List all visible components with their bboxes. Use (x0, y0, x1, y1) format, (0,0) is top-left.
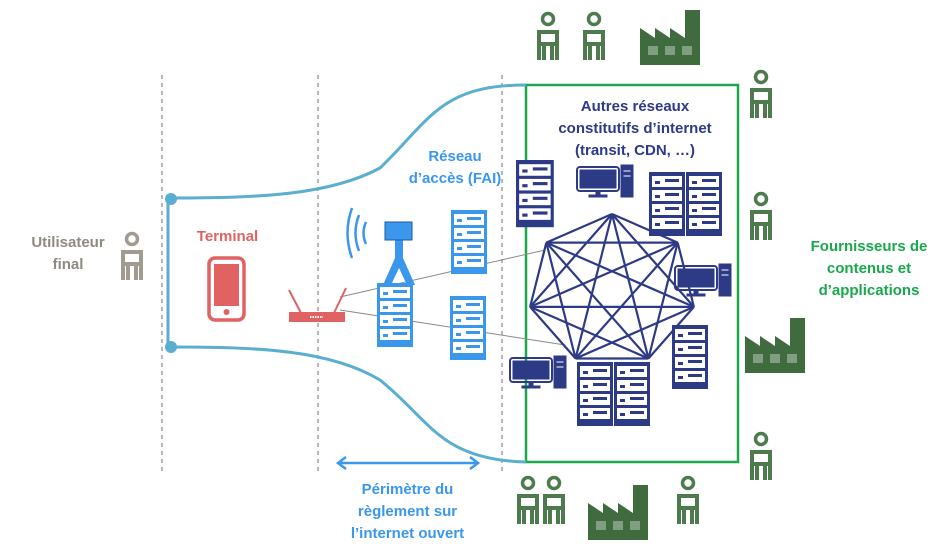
perimeter-label: Périmètre du règlement sur l’internet ou… (350, 481, 465, 542)
mesh-link (610, 213, 650, 359)
mesh-link (574, 241, 679, 360)
access-network-label: Réseau d’accès (FAI) (408, 148, 502, 187)
mesh-link (545, 242, 577, 359)
mesh-link (545, 241, 695, 308)
mesh-link (529, 242, 548, 308)
funnel-outline (166, 83, 527, 464)
mesh-link (545, 241, 650, 360)
dashed-dividers (161, 75, 503, 475)
providers-label: Fournisseurs de contenus et d’applicatio… (810, 238, 928, 299)
mesh-link (529, 305, 649, 360)
providers-boundary (524, 83, 740, 464)
mesh-link (529, 306, 577, 360)
mesh-link (575, 305, 695, 360)
cell-tower-icon (346, 207, 415, 285)
mesh-link (611, 212, 679, 244)
mesh-link (647, 242, 679, 359)
other-networks-label: Autres réseaux constitutifs d’internet (… (558, 98, 712, 159)
funnel-endpoint-bottom (165, 341, 177, 353)
funnel-endpoint-top (165, 193, 177, 205)
mesh-link (545, 212, 613, 244)
end-user-label: Utilisateur final (31, 234, 105, 273)
mesh-link (529, 241, 679, 308)
mesh-link (529, 213, 613, 308)
perimeter-arrow (335, 456, 481, 470)
mesh-link (611, 213, 695, 308)
provider-person-icon (517, 11, 772, 526)
router-icon (288, 287, 347, 322)
terminal-label: Terminal (196, 228, 259, 245)
mesh-network-icon (529, 212, 695, 360)
smartphone-icon (207, 256, 246, 322)
end-user-icon (121, 231, 143, 282)
mesh-link (647, 306, 695, 360)
mesh-link (574, 213, 614, 359)
